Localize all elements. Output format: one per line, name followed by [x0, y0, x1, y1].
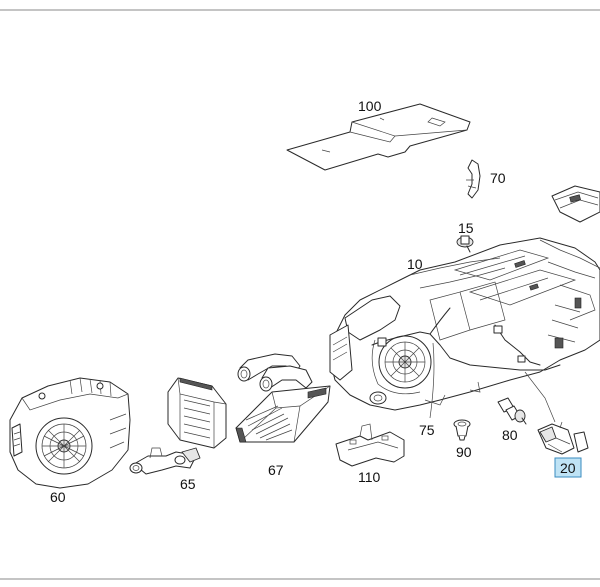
part-110-bracket[interactable]: [335, 423, 405, 467]
label-110[interactable]: 110: [358, 469, 381, 485]
leader-20: [524, 371, 556, 423]
part-70-clip[interactable]: [466, 159, 481, 199]
label-100[interactable]: 100: [358, 98, 382, 114]
part-labels: 100 70 15 10 75 80 90 20 110 67 65 60: [50, 98, 582, 505]
label-65[interactable]: 65: [180, 476, 196, 492]
part-10-air-distribution-housing[interactable]: [329, 185, 600, 411]
part-90-nozzle[interactable]: [453, 419, 471, 441]
part-100-insulation-mat[interactable]: [286, 103, 471, 171]
leader-75: [429, 342, 435, 419]
label-10[interactable]: 10: [407, 256, 423, 272]
part-60-blower-housing[interactable]: [9, 377, 131, 489]
label-20-highlight: [554, 457, 582, 478]
label-75[interactable]: 75: [419, 422, 435, 438]
part-20-actuator[interactable]: [537, 421, 589, 455]
label-80[interactable]: 80: [502, 427, 518, 443]
label-20[interactable]: 20: [560, 460, 576, 476]
label-90[interactable]: 90: [456, 444, 472, 460]
part-80-sensor[interactable]: [497, 397, 527, 425]
part-15-screw[interactable]: [456, 235, 474, 253]
label-60[interactable]: 60: [50, 489, 66, 505]
part-65-auxiliary-heater[interactable]: [129, 377, 227, 475]
label-15[interactable]: 15: [458, 220, 474, 236]
label-67[interactable]: 67: [268, 462, 284, 478]
label-70[interactable]: 70: [490, 170, 506, 186]
part-67-heater-core[interactable]: [235, 353, 331, 443]
